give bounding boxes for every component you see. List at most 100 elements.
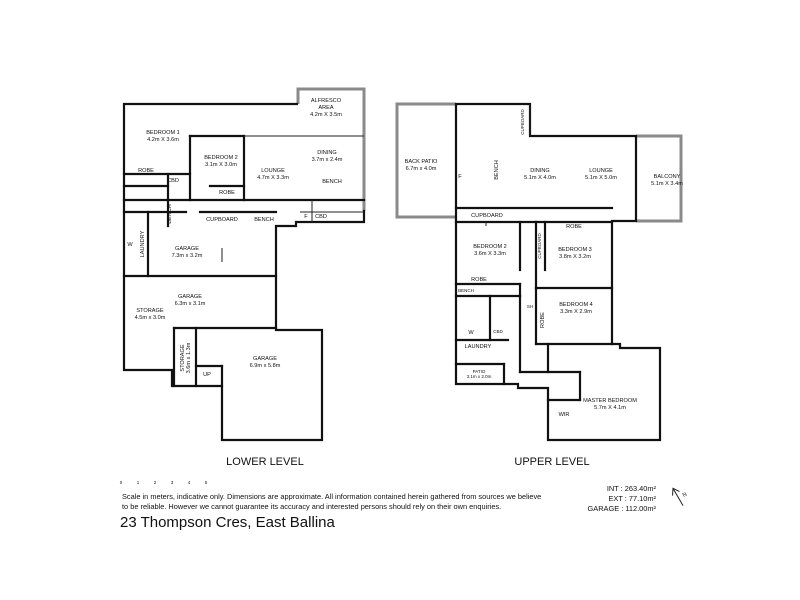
north-label: N bbox=[682, 492, 689, 499]
upper-cupboard-label: CUPBOARD bbox=[471, 213, 503, 219]
alfresco-name-1: ALFRESCO bbox=[311, 98, 342, 104]
lower-bedroom1-name: BEDROOM 1 bbox=[146, 130, 180, 136]
scale-tick-5: 5 bbox=[205, 480, 208, 485]
lower-robe2-label: ROBE bbox=[219, 190, 235, 196]
lower-dining-size: 3.7m x 2.4m bbox=[312, 157, 343, 163]
upper-wir-label: WIR bbox=[559, 412, 570, 418]
lower-outer-wall bbox=[122, 102, 366, 442]
scale-tick-0: 0 bbox=[120, 480, 123, 485]
upper-laundry-label: LAUNDRY bbox=[465, 344, 492, 350]
upper-bedroom3-size: 3.8m X 3.2m bbox=[559, 254, 591, 260]
upper-bench-label: BENCH bbox=[494, 160, 500, 180]
svg-text:BEDROOM 43.3m X 2.9m: BEDROOM 43.3m X 2.9m bbox=[559, 302, 593, 315]
upper-lounge-size: 5.1m X 5.0m bbox=[585, 175, 617, 181]
lower-garage1-size: 7.3m x 3.2m bbox=[172, 253, 203, 259]
alfresco-name-2: AREA bbox=[318, 105, 334, 111]
upper-f-label: F bbox=[458, 174, 462, 180]
north-arrow-icon: N bbox=[672, 487, 689, 506]
upper-cupboard-v-label: CUPBOARD bbox=[520, 109, 525, 135]
scale-tick-2: 2 bbox=[154, 480, 157, 485]
upper-bedroom3-name: BEDROOM 3 bbox=[558, 247, 592, 253]
upper-lounge-name: LOUNGE bbox=[589, 168, 613, 174]
area-int: INT : 263.40m² bbox=[606, 484, 656, 493]
upper-sh-label: SH bbox=[527, 304, 533, 309]
back-patio-name: BACK PATIO bbox=[405, 159, 438, 165]
upper-patio-name: PATIO bbox=[473, 369, 486, 374]
upper-patio-size: 3.1m x 2.0m bbox=[467, 374, 492, 379]
lower-level-label: LOWER LEVEL bbox=[226, 456, 304, 468]
upper-robe2-label: ROBE bbox=[566, 224, 582, 230]
lower-up-label: UP bbox=[203, 372, 211, 378]
upper-cupboard-v2-label: CUPBOARD bbox=[537, 233, 542, 259]
back-patio-outline bbox=[395, 102, 456, 219]
lower-cupboard-label: CUPBOARD bbox=[206, 217, 238, 223]
upper-dining-size: 5.1m X 4.0m bbox=[524, 175, 556, 181]
balcony-name: BALCONY bbox=[654, 174, 681, 180]
upper-w-label: W bbox=[468, 330, 474, 336]
back-patio-size: 6.7m x 4.0m bbox=[406, 166, 437, 172]
lower-storage2-name: STORAGE bbox=[180, 344, 186, 372]
upper-bedroom4-size: 3.3m X 2.9m bbox=[560, 309, 592, 315]
lower-bedroom2-size: 3.1m X 3.0m bbox=[205, 162, 237, 168]
upper-bench2-label: BENCH bbox=[458, 288, 474, 293]
svg-text:BEDROOM 33.8m X 3.2m: BEDROOM 33.8m X 3.2m bbox=[558, 247, 592, 260]
upper-cbd-label: CBD bbox=[493, 329, 503, 334]
property-address: 23 Thompson Cres, East Ballina bbox=[120, 514, 335, 531]
balcony-size: 5.1m X 3.4m bbox=[651, 181, 683, 187]
lower-storage2-size: 3.6m x 1.3m bbox=[186, 342, 192, 373]
lower-cbd1-label: CBD bbox=[167, 178, 179, 184]
area-garage: GARAGE : 112.00m² bbox=[587, 504, 656, 513]
lower-cbd2-label: CBD bbox=[315, 214, 327, 220]
lower-garage3-size: 6.9m x 5.8m bbox=[250, 363, 281, 369]
svg-text:STORAGE3.6m x 1.3m: STORAGE3.6m x 1.3m bbox=[180, 342, 192, 373]
scale-tick-4: 4 bbox=[188, 480, 191, 485]
lower-bench2-label: BENCH bbox=[254, 217, 274, 223]
upper-robe3-label: ROBE bbox=[540, 312, 546, 328]
lower-storage1-name: STORAGE bbox=[136, 308, 164, 314]
area-summary: INT : 263.40m² EXT : 77.10m² GARAGE : 11… bbox=[560, 484, 656, 514]
lower-garage1-name: GARAGE bbox=[175, 246, 199, 252]
scale-bar: 0 1 2 3 4 5 bbox=[120, 480, 208, 485]
lower-garage2-size: 6.3m x 3.1m bbox=[175, 301, 206, 307]
lower-bench-label: BENCH bbox=[322, 179, 342, 185]
lower-storage1-size: 4.5m x 3.0m bbox=[135, 315, 166, 321]
upper-bedroom2-size: 3.6m X 3.3m bbox=[474, 251, 506, 257]
lower-bedroom1-size: 4.2m X 3.6m bbox=[147, 137, 179, 143]
lower-lounge-size: 4.7m X 3.3m bbox=[257, 175, 289, 181]
scale-tick-3: 3 bbox=[171, 480, 174, 485]
alfresco-outline bbox=[296, 87, 366, 211]
svg-text:BEDROOM 14.2m X 3.6m: BEDROOM 14.2m X 3.6m bbox=[146, 130, 180, 143]
upper-bedroom2-name: BEDROOM 2 bbox=[473, 244, 507, 250]
svg-text:BEDROOM 23.1m X 3.0m: BEDROOM 23.1m X 3.0m bbox=[204, 155, 238, 168]
lower-bedroom2-name: BEDROOM 2 bbox=[204, 155, 238, 161]
lower-w-label: W bbox=[127, 242, 133, 248]
svg-text:BEDROOM 23.6m X 3.3m: BEDROOM 23.6m X 3.3m bbox=[473, 244, 507, 257]
upper-bedroom4-name: BEDROOM 4 bbox=[559, 302, 593, 308]
area-ext: EXT : 77.10m² bbox=[608, 494, 656, 503]
lower-laundry-label: LAUNDRY bbox=[140, 230, 146, 257]
upper-robe1-label: ROBE bbox=[471, 277, 487, 283]
lower-bench3-label: BENCH bbox=[167, 204, 173, 224]
master-bedroom-name: MASTER BEDROOM bbox=[583, 398, 637, 404]
lower-f-label: F bbox=[304, 214, 308, 220]
disclaimer-text: Scale in meters, indicative only. Dimens… bbox=[122, 492, 542, 511]
upper-level-label: UPPER LEVEL bbox=[514, 456, 589, 468]
master-bedroom-size: 5.7m X 4.1m bbox=[594, 405, 626, 411]
upper-outer-wall bbox=[454, 102, 662, 442]
